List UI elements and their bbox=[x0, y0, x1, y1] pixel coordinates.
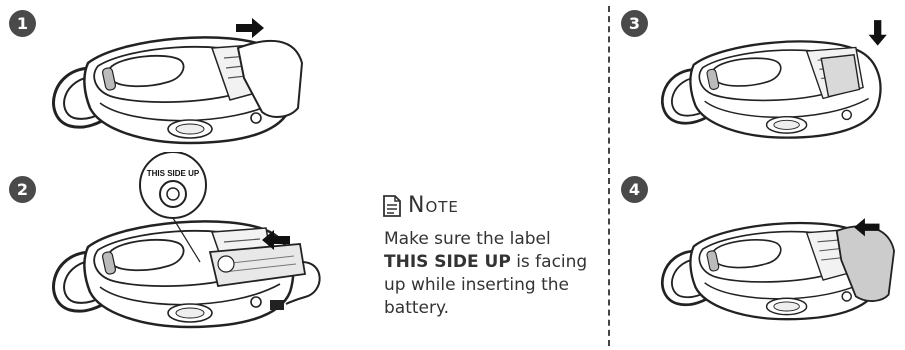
step-4-illustration bbox=[650, 180, 905, 340]
this-side-up-label: THIS SIDE UP bbox=[147, 169, 200, 178]
note-body-emphasis: THIS SIDE UP bbox=[384, 252, 511, 272]
dashed-divider bbox=[608, 6, 610, 346]
note-title: Note bbox=[408, 193, 459, 218]
step-3-illustration bbox=[650, 8, 905, 158]
note-heading: Note bbox=[382, 193, 459, 218]
step-4-badge: 4 bbox=[621, 176, 648, 203]
note-body: Make sure the label THIS SIDE UP is faci… bbox=[384, 228, 600, 320]
note-icon bbox=[382, 195, 402, 217]
step-1-badge: 1 bbox=[9, 10, 36, 37]
step-1-illustration bbox=[40, 8, 320, 158]
slide-right-arrow-icon bbox=[236, 18, 264, 38]
step-2-illustration: THIS SIDE UP bbox=[40, 152, 330, 342]
step-3-badge: 3 bbox=[621, 10, 648, 37]
push-down-arrow-icon bbox=[869, 20, 887, 46]
step-2-badge: 2 bbox=[9, 176, 36, 203]
